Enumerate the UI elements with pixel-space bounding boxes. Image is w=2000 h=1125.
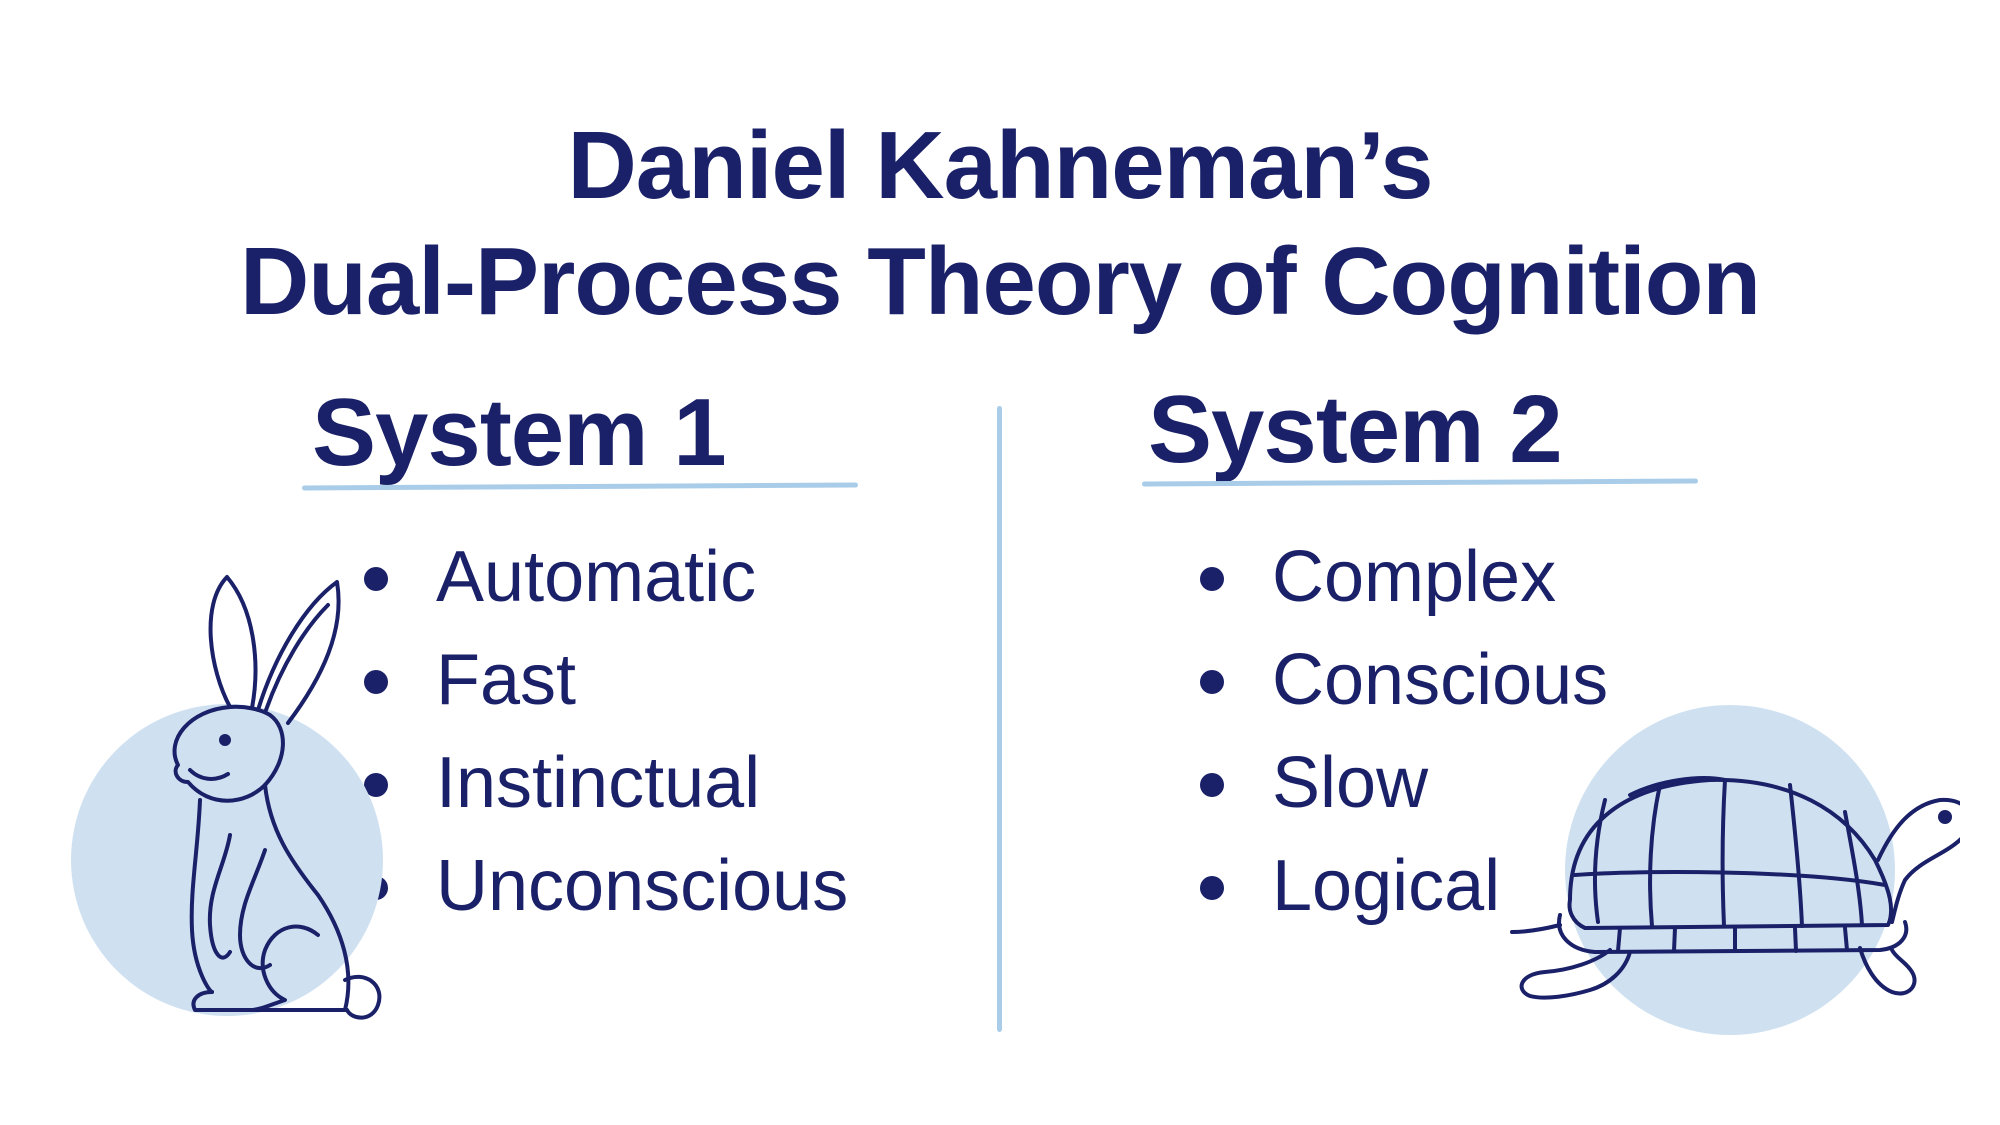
- list-item-label: Complex: [1272, 537, 1557, 617]
- page-title: Daniel Kahneman’s Dual-Process Theory of…: [0, 108, 2000, 340]
- list-item-label: Logical: [1272, 846, 1501, 926]
- list-item-label: Fast: [436, 640, 577, 720]
- bullet-icon: [1200, 670, 1224, 694]
- bullet-icon: [1200, 773, 1224, 797]
- system-1-heading: System 1: [312, 379, 727, 486]
- list-item-label: Instinctual: [436, 743, 761, 823]
- bullet-icon: [1200, 567, 1224, 591]
- system-1-list: Automatic Fast Instinctual Unconscious: [364, 526, 848, 938]
- turtle-icon: [1510, 705, 1960, 1035]
- turtle-background-circle: [1565, 705, 1895, 1035]
- list-item-label: Slow: [1272, 743, 1429, 823]
- system-2-heading: System 2: [1148, 376, 1563, 483]
- list-item-label: Unconscious: [436, 846, 849, 926]
- bullet-icon: [364, 773, 388, 797]
- list-item: Logical: [1200, 835, 1608, 938]
- title-line-1: Daniel Kahneman’s: [567, 112, 1433, 219]
- bullet-icon: [1200, 876, 1224, 900]
- list-item: Fast: [364, 629, 848, 732]
- list-item-label: Automatic: [436, 537, 757, 617]
- list-item: Instinctual: [364, 732, 848, 835]
- list-item: Complex: [1200, 526, 1608, 629]
- list-item: Automatic: [364, 526, 848, 629]
- system-2-list: Complex Conscious Slow Logical: [1200, 526, 1608, 938]
- list-item: Slow: [1200, 732, 1608, 835]
- list-item: Conscious: [1200, 629, 1608, 732]
- bullet-icon: [364, 670, 388, 694]
- rabbit-icon: [71, 575, 383, 1020]
- column-divider: [997, 406, 1002, 1032]
- bullet-icon: [364, 567, 388, 591]
- list-item-label: Conscious: [1272, 640, 1609, 720]
- list-item: Unconscious: [364, 835, 848, 938]
- rabbit-background-circle: [71, 704, 383, 1016]
- title-line-2: Dual-Process Theory of Cognition: [239, 228, 1761, 335]
